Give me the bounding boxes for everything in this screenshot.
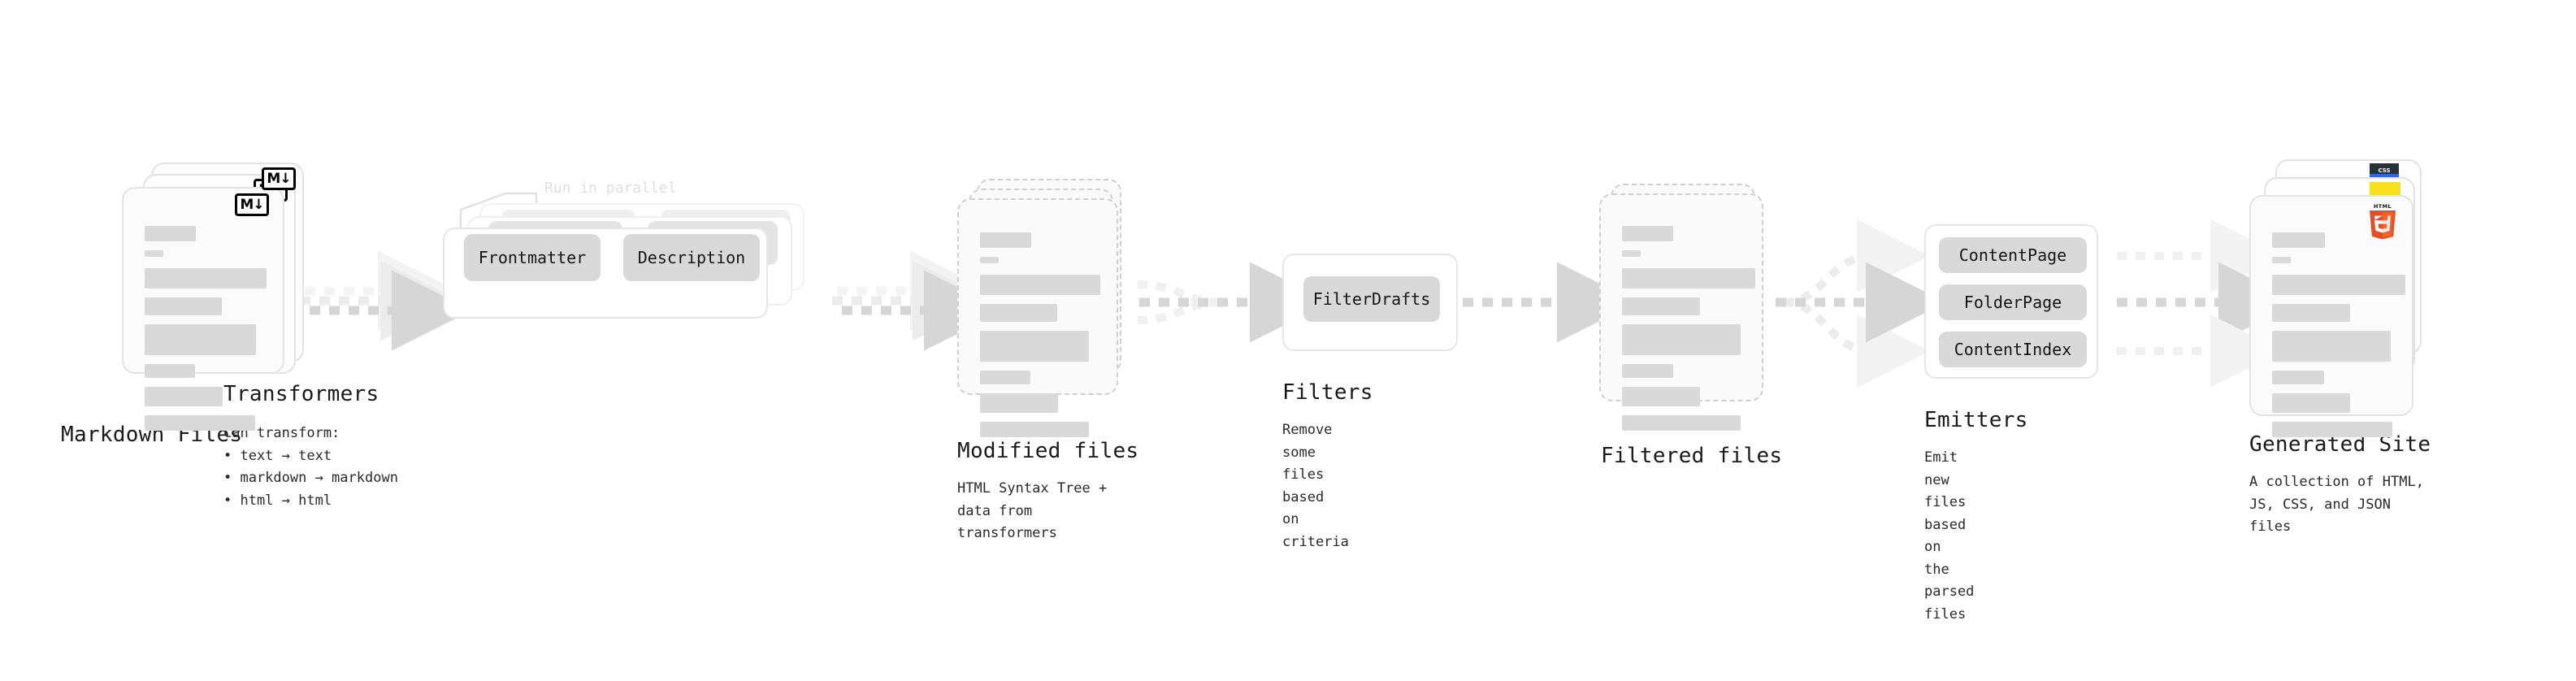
markdown-badge-front: M↓ [235, 193, 269, 216]
skeleton-bar [1622, 268, 1755, 288]
skeleton-bar [2272, 393, 2350, 413]
modified-doc-stack [957, 179, 1136, 437]
stage-subtitle-emitters: Emit new files based on the parsed files [1924, 449, 1975, 622]
skeleton-bar [980, 393, 1058, 413]
css-badge: CSS [2370, 163, 2399, 177]
generated-doc-stack: CSS HTML [2249, 159, 2436, 437]
stage-title-transformers: Transformers [223, 382, 379, 406]
skeleton-bar [2272, 257, 2291, 263]
skeleton-bar [980, 371, 1030, 384]
skeleton-bar [145, 324, 256, 355]
skeleton-bar [980, 331, 1089, 362]
skeleton-bar [145, 226, 196, 241]
markdown-badge-back-2: M↓ [262, 167, 296, 190]
connector-filtered-to-emitters [1776, 219, 1946, 388]
skeleton-bar [980, 232, 1031, 248]
doc-skeleton-bars [1622, 226, 1755, 440]
doc-card-front [122, 187, 284, 431]
transformer-pill-description[interactable]: Description [623, 234, 760, 281]
connector-markdown-to-transformers [300, 250, 472, 351]
css-badge-label: CSS [2378, 167, 2391, 174]
run-in-parallel-label: Run in parallel [544, 180, 677, 197]
skeleton-bar [1622, 226, 1673, 241]
filtered-doc-stack [1599, 184, 1778, 431]
skeleton-bar [145, 415, 255, 431]
skeleton-bar [1622, 387, 1700, 406]
skeleton-bar [1622, 297, 1700, 315]
stage-filtered-files: Filtered files [1599, 184, 1782, 468]
doc-skeleton-bars [145, 226, 267, 440]
skeleton-bar [980, 422, 1089, 437]
skeleton-bar [145, 364, 195, 378]
filters-box: FilterDrafts [1282, 254, 1458, 351]
svg-text:HTML: HTML [2374, 203, 2392, 210]
skeleton-bar [2272, 232, 2325, 248]
connector-emitters-to-site [2117, 219, 2299, 388]
connector-transformers-to-modified [832, 250, 1004, 351]
filter-pill-filterdrafts[interactable]: FilterDrafts [1303, 276, 1440, 322]
stage-modified-files: Modified files HTML Syntax Tree + data f… [957, 179, 1138, 541]
doc-skeleton-bars [980, 232, 1100, 446]
skeleton-bar [1622, 324, 1741, 355]
stage-title-modified-files: Modified files [957, 439, 1139, 463]
skeleton-bar [2272, 304, 2350, 322]
skeleton-bar [1622, 415, 1741, 431]
doc-card-front [957, 198, 1118, 437]
stage-title-filtered-files: Filtered files [1601, 444, 1783, 468]
skeleton-bar [145, 250, 163, 257]
stage-subtitle-generated-site: A collection of HTML, JS, CSS, and JSON … [2249, 474, 2424, 536]
skeleton-bar [145, 387, 223, 406]
transformers-stack: Frontmatter Description Run in parallel [443, 180, 825, 319]
emitter-pill-contentpage[interactable]: ContentPage [1939, 237, 2087, 273]
stage-title-filters: Filters [1282, 380, 1373, 405]
doc-skeleton-bars [2272, 232, 2405, 446]
skeleton-bar [1622, 250, 1641, 257]
connector-modified-to-filters [1137, 262, 1330, 343]
stage-generated-site: CSS HTML [2249, 159, 2436, 535]
markdown-doc-stack: M↓ M↓ M↓ [122, 163, 309, 431]
emitter-pill-contentindex[interactable]: ContentIndex [1939, 332, 2087, 367]
stage-title-emitters: Emitters [1924, 408, 2028, 432]
stage-subtitle-transformers: Can transform: • text → text • markdown … [223, 425, 398, 509]
emitters-box: ContentPage FolderPage ContentIndex [1924, 224, 2098, 379]
skeleton-bar [145, 268, 267, 288]
css-badge-bar [2370, 174, 2399, 177]
skeleton-bar [145, 297, 222, 315]
skeleton-bar [2272, 275, 2405, 295]
skeleton-bar [2272, 422, 2392, 437]
emitter-pill-folderpage[interactable]: FolderPage [1939, 284, 2087, 320]
skeleton-bar [2272, 331, 2391, 362]
stage-markdown-files: M↓ M↓ M↓ Markdown Files [61, 163, 309, 447]
stage-subtitle-filters: Remove some files based on criteria [1282, 422, 1349, 550]
doc-card-front [1599, 193, 1763, 431]
skeleton-bar [2272, 371, 2324, 384]
transformer-pill-frontmatter[interactable]: Frontmatter [464, 234, 601, 281]
js-badge [2370, 182, 2400, 198]
stage-subtitle-modified-files: HTML Syntax Tree + data from transformer… [957, 480, 1108, 542]
skeleton-bar [1622, 364, 1673, 378]
skeleton-bar [980, 275, 1100, 295]
skeleton-bar [980, 304, 1057, 322]
skeleton-bar [980, 257, 999, 263]
html5-badge: HTML [2370, 203, 2396, 239]
